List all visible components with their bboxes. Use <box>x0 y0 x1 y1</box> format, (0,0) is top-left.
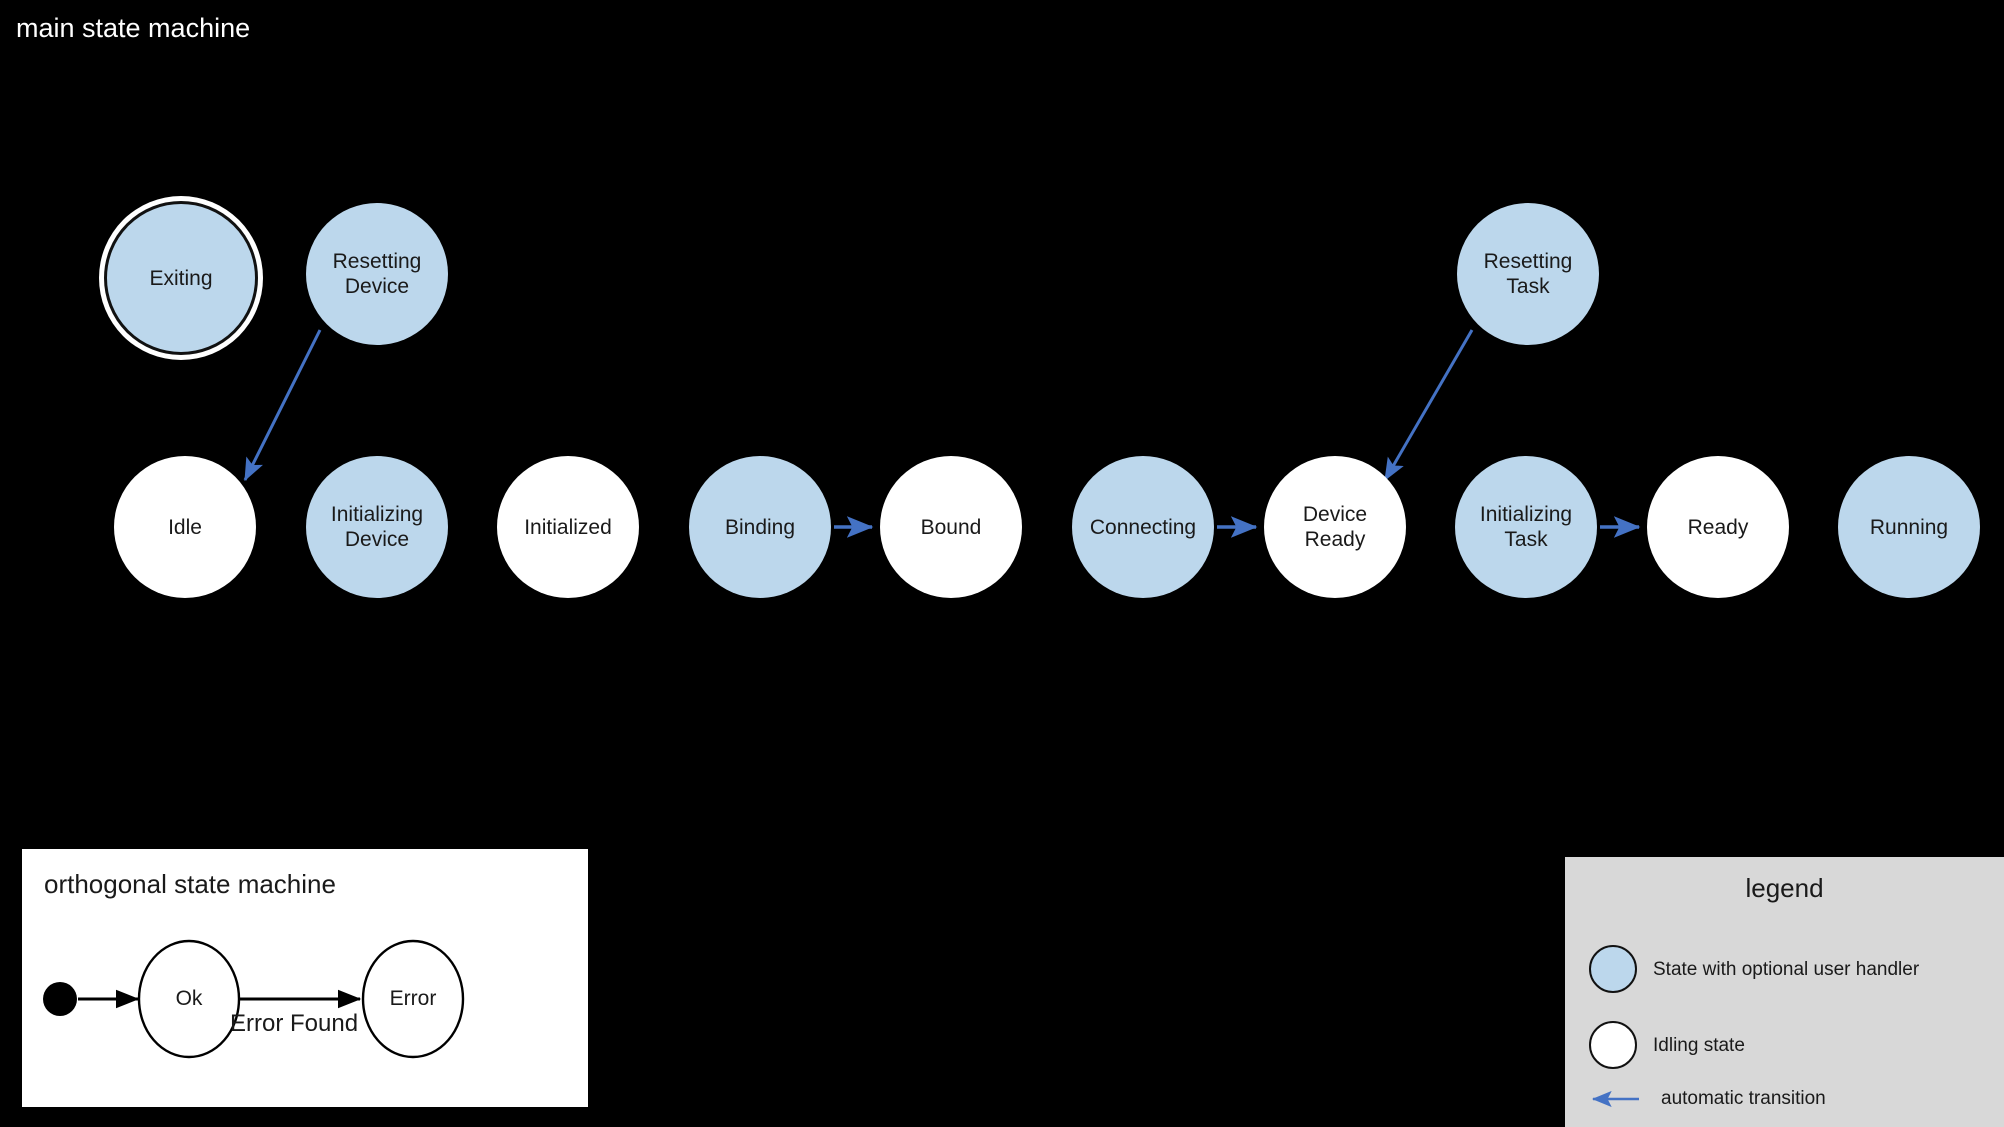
ortho-state-label-ok: Ok <box>175 987 203 1010</box>
legend-item-label: State with optional user handler <box>1653 958 1920 980</box>
state-label: Initializing Task <box>1479 503 1573 551</box>
state-label: Resetting Task <box>1483 250 1573 298</box>
state-label: Device Ready <box>1302 503 1368 551</box>
state-node-resetting-task[interactable]: Resetting Task <box>1457 203 1599 345</box>
state-label: Binding <box>724 515 796 539</box>
white-circle-icon <box>1589 1021 1637 1069</box>
orthogonal-diagram-layer <box>43 939 465 1059</box>
initial-state-dot <box>43 982 77 1016</box>
legend-item-auto-transition: automatic transition <box>1585 1087 1826 1110</box>
blue-circle-icon <box>1589 945 1637 993</box>
state-label: Idle <box>168 515 202 539</box>
state-label: Resetting Device <box>332 250 422 298</box>
left-arrow-icon <box>1591 1090 1639 1107</box>
state-label: Connecting <box>1089 515 1197 539</box>
state-node-initializing-device[interactable]: Initializing Device <box>306 456 448 598</box>
ortho-state-label-error: Error <box>389 987 437 1010</box>
legend-item-label: Idling state <box>1653 1034 1745 1056</box>
legend-title: legend <box>1745 873 1824 903</box>
state-node-idle[interactable]: Idle <box>114 456 256 598</box>
state-node-initialized[interactable]: Initialized <box>497 456 639 598</box>
legend-item-handler-state: State with optional user handler <box>1589 945 1919 993</box>
state-label: Bound <box>920 515 982 539</box>
ortho-transition-label-error-found: Error Found <box>230 1010 359 1037</box>
state-node-ready[interactable]: Ready <box>1647 456 1789 598</box>
legend-panel: legend State with optional user handler … <box>1565 857 2004 1127</box>
state-node-device-ready[interactable]: Device Ready <box>1264 456 1406 598</box>
state-node-connecting[interactable]: Connecting <box>1072 456 1214 598</box>
state-node-initializing-task[interactable]: Initializing Task <box>1455 456 1597 598</box>
page-title: main state machine <box>16 13 251 43</box>
state-label: Initializing Device <box>330 503 424 551</box>
state-label: Exiting <box>149 266 213 290</box>
state-node-resetting-device[interactable]: Resetting Device <box>306 203 448 345</box>
state-node-running[interactable]: Running <box>1838 456 1980 598</box>
state-node-binding[interactable]: Binding <box>689 456 831 598</box>
state-node-bound[interactable]: Bound <box>880 456 1022 598</box>
transition-resetting-task-to-device-ready <box>1383 329 1474 482</box>
ortho-state-error <box>361 939 465 1059</box>
legend-item-idling-state: Idling state <box>1589 1021 1745 1069</box>
transition-resetting-device-to-idle <box>243 329 322 482</box>
state-label: Ready <box>1687 515 1749 539</box>
legend-item-label: automatic transition <box>1661 1088 1826 1109</box>
orthogonal-state-machine-panel: orthogonal state machine Ok Error Error … <box>22 849 588 1107</box>
orthogonal-panel-title: orthogonal state machine <box>44 869 336 899</box>
state-node-exiting[interactable]: Exiting <box>104 201 258 355</box>
state-label: Running <box>1869 515 1949 539</box>
state-label: Initialized <box>524 515 612 539</box>
